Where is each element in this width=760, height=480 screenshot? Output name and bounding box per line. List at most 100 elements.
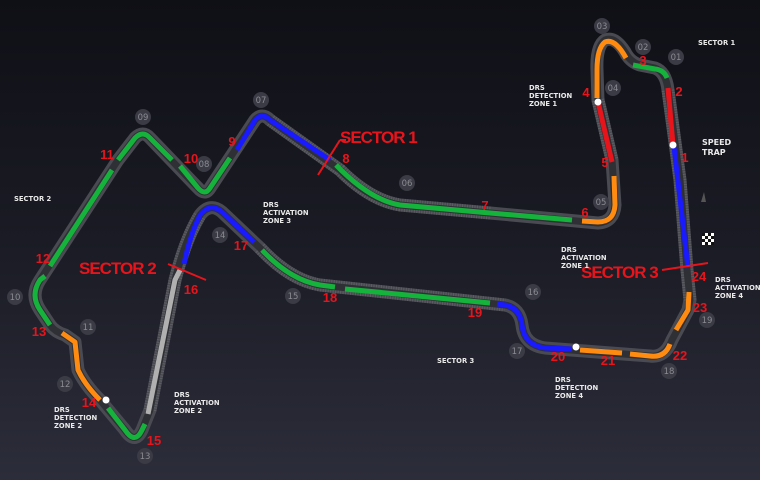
drs-label-line: ACTIVATION [263, 209, 309, 217]
turn-marker-label: 16 [528, 288, 539, 298]
turn-marker-circle [253, 92, 269, 108]
turn-marker: 10 [7, 289, 23, 305]
turn-marker: 02 [635, 39, 651, 55]
sector-1-marker: SECTOR 1 [340, 128, 417, 147]
drs-label-line: ACTIVATION [174, 399, 220, 407]
turn-marker-circle [80, 319, 96, 335]
turn-markers: 01 02 03 04 05 06 07 08 09 10 11 12 13 14 15 16 17 18 19 [7, 18, 715, 464]
drs-label-line: DETECTION [555, 384, 598, 392]
drs-label-line: DETECTION [529, 92, 572, 100]
turn-marker-label: 08 [199, 160, 210, 170]
turn-marker-label: 10 [10, 293, 21, 303]
turn-marker-label: 03 [597, 22, 608, 32]
corner-number: 4 [582, 85, 590, 100]
turn-marker: 05 [593, 194, 609, 210]
corner-number: 14 [82, 395, 97, 410]
drs-detection-point [594, 98, 602, 106]
turn-marker: 19 [699, 312, 715, 328]
turn-marker: 15 [285, 288, 301, 304]
turn-marker-label: 13 [140, 452, 151, 462]
segment-green [334, 163, 573, 223]
turn-marker: 17 [509, 343, 525, 359]
segment-green [260, 248, 336, 290]
drs-label-line: ZONE 2 [174, 407, 202, 415]
drs-label-line: DRS [561, 246, 577, 254]
sector-2-label: SECTOR 2 [14, 195, 52, 203]
corner-number: 16 [184, 282, 198, 297]
drs-label-line: ACTIVATION [561, 254, 607, 262]
turn-marker: 04 [605, 80, 621, 96]
start-finish-flag-icon [702, 233, 714, 245]
corner-number: 23 [693, 300, 707, 315]
turn-marker-label: 09 [138, 113, 149, 123]
svg-text:SPEED: SPEED [702, 138, 732, 147]
segment-green [116, 131, 174, 162]
drs-label-line: ZONE 4 [715, 292, 743, 300]
segment-grey [145, 268, 183, 415]
segment-orange [579, 347, 623, 356]
drs-label-line: DRS [715, 276, 731, 284]
turn-marker-label: 18 [664, 367, 675, 377]
turn-marker: 18 [661, 363, 677, 379]
turn-marker-circle [661, 363, 677, 379]
turn-marker-label: 05 [596, 198, 607, 208]
sector-1-label: SECTOR 1 [698, 39, 736, 47]
drs-label-line: ZONE 4 [555, 392, 583, 400]
turn-marker: 01 [668, 49, 684, 65]
segment-blue [671, 146, 691, 269]
direction-arrow-icon [701, 192, 706, 202]
segment-orange [60, 330, 102, 402]
turn-marker-circle [7, 289, 23, 305]
turn-marker-label: 11 [83, 323, 94, 333]
corner-number: 22 [673, 348, 687, 363]
segment-green [178, 156, 233, 195]
drs-label-line: ZONE 3 [263, 217, 291, 225]
turn-marker-label: 17 [512, 347, 523, 357]
turn-marker-circle [135, 109, 151, 125]
track [28, 32, 697, 444]
corner-number: 18 [323, 290, 337, 305]
turn-marker-label: 07 [256, 96, 267, 106]
turn-marker: 12 [57, 376, 73, 392]
segment-green [344, 286, 491, 306]
turn-marker-label: 15 [288, 292, 299, 302]
turn-marker-circle [668, 49, 684, 65]
segment-orange [629, 343, 673, 359]
turn-marker-label: 14 [215, 231, 226, 241]
drs-label-line: DRS [263, 201, 279, 209]
segment-blue [181, 205, 256, 265]
drs-label-line: DRS [54, 406, 70, 414]
turn-marker-circle [509, 343, 525, 359]
sector-3-label: SECTOR 3 [437, 357, 475, 365]
segment-orange [581, 175, 618, 225]
corner-number: 15 [147, 433, 161, 448]
turn-marker-label: 04 [608, 84, 619, 94]
corner-number: 11 [100, 147, 114, 162]
drs-label-line: ZONE 1 [529, 100, 557, 108]
segment-green [106, 406, 148, 440]
turn-marker-circle [605, 80, 621, 96]
corner-number: 3 [639, 53, 646, 68]
corner-number: 10 [184, 151, 198, 166]
corner-number: 20 [551, 349, 565, 364]
drs-label-line: DRS [174, 391, 190, 399]
turn-marker-label: 06 [402, 179, 413, 189]
turn-marker-circle [212, 227, 228, 243]
segment-green [32, 274, 53, 327]
turn-marker-circle [285, 288, 301, 304]
turn-marker: 16 [525, 284, 541, 300]
turn-marker-circle [699, 312, 715, 328]
turn-marker: 08 [196, 156, 212, 172]
corner-number: 9 [228, 134, 235, 149]
corner-number: 7 [481, 198, 488, 213]
turn-marker-circle [594, 18, 610, 34]
turn-marker-label: 01 [671, 53, 682, 63]
turn-marker-label: 19 [702, 316, 713, 326]
turn-marker-label: 02 [638, 43, 649, 53]
